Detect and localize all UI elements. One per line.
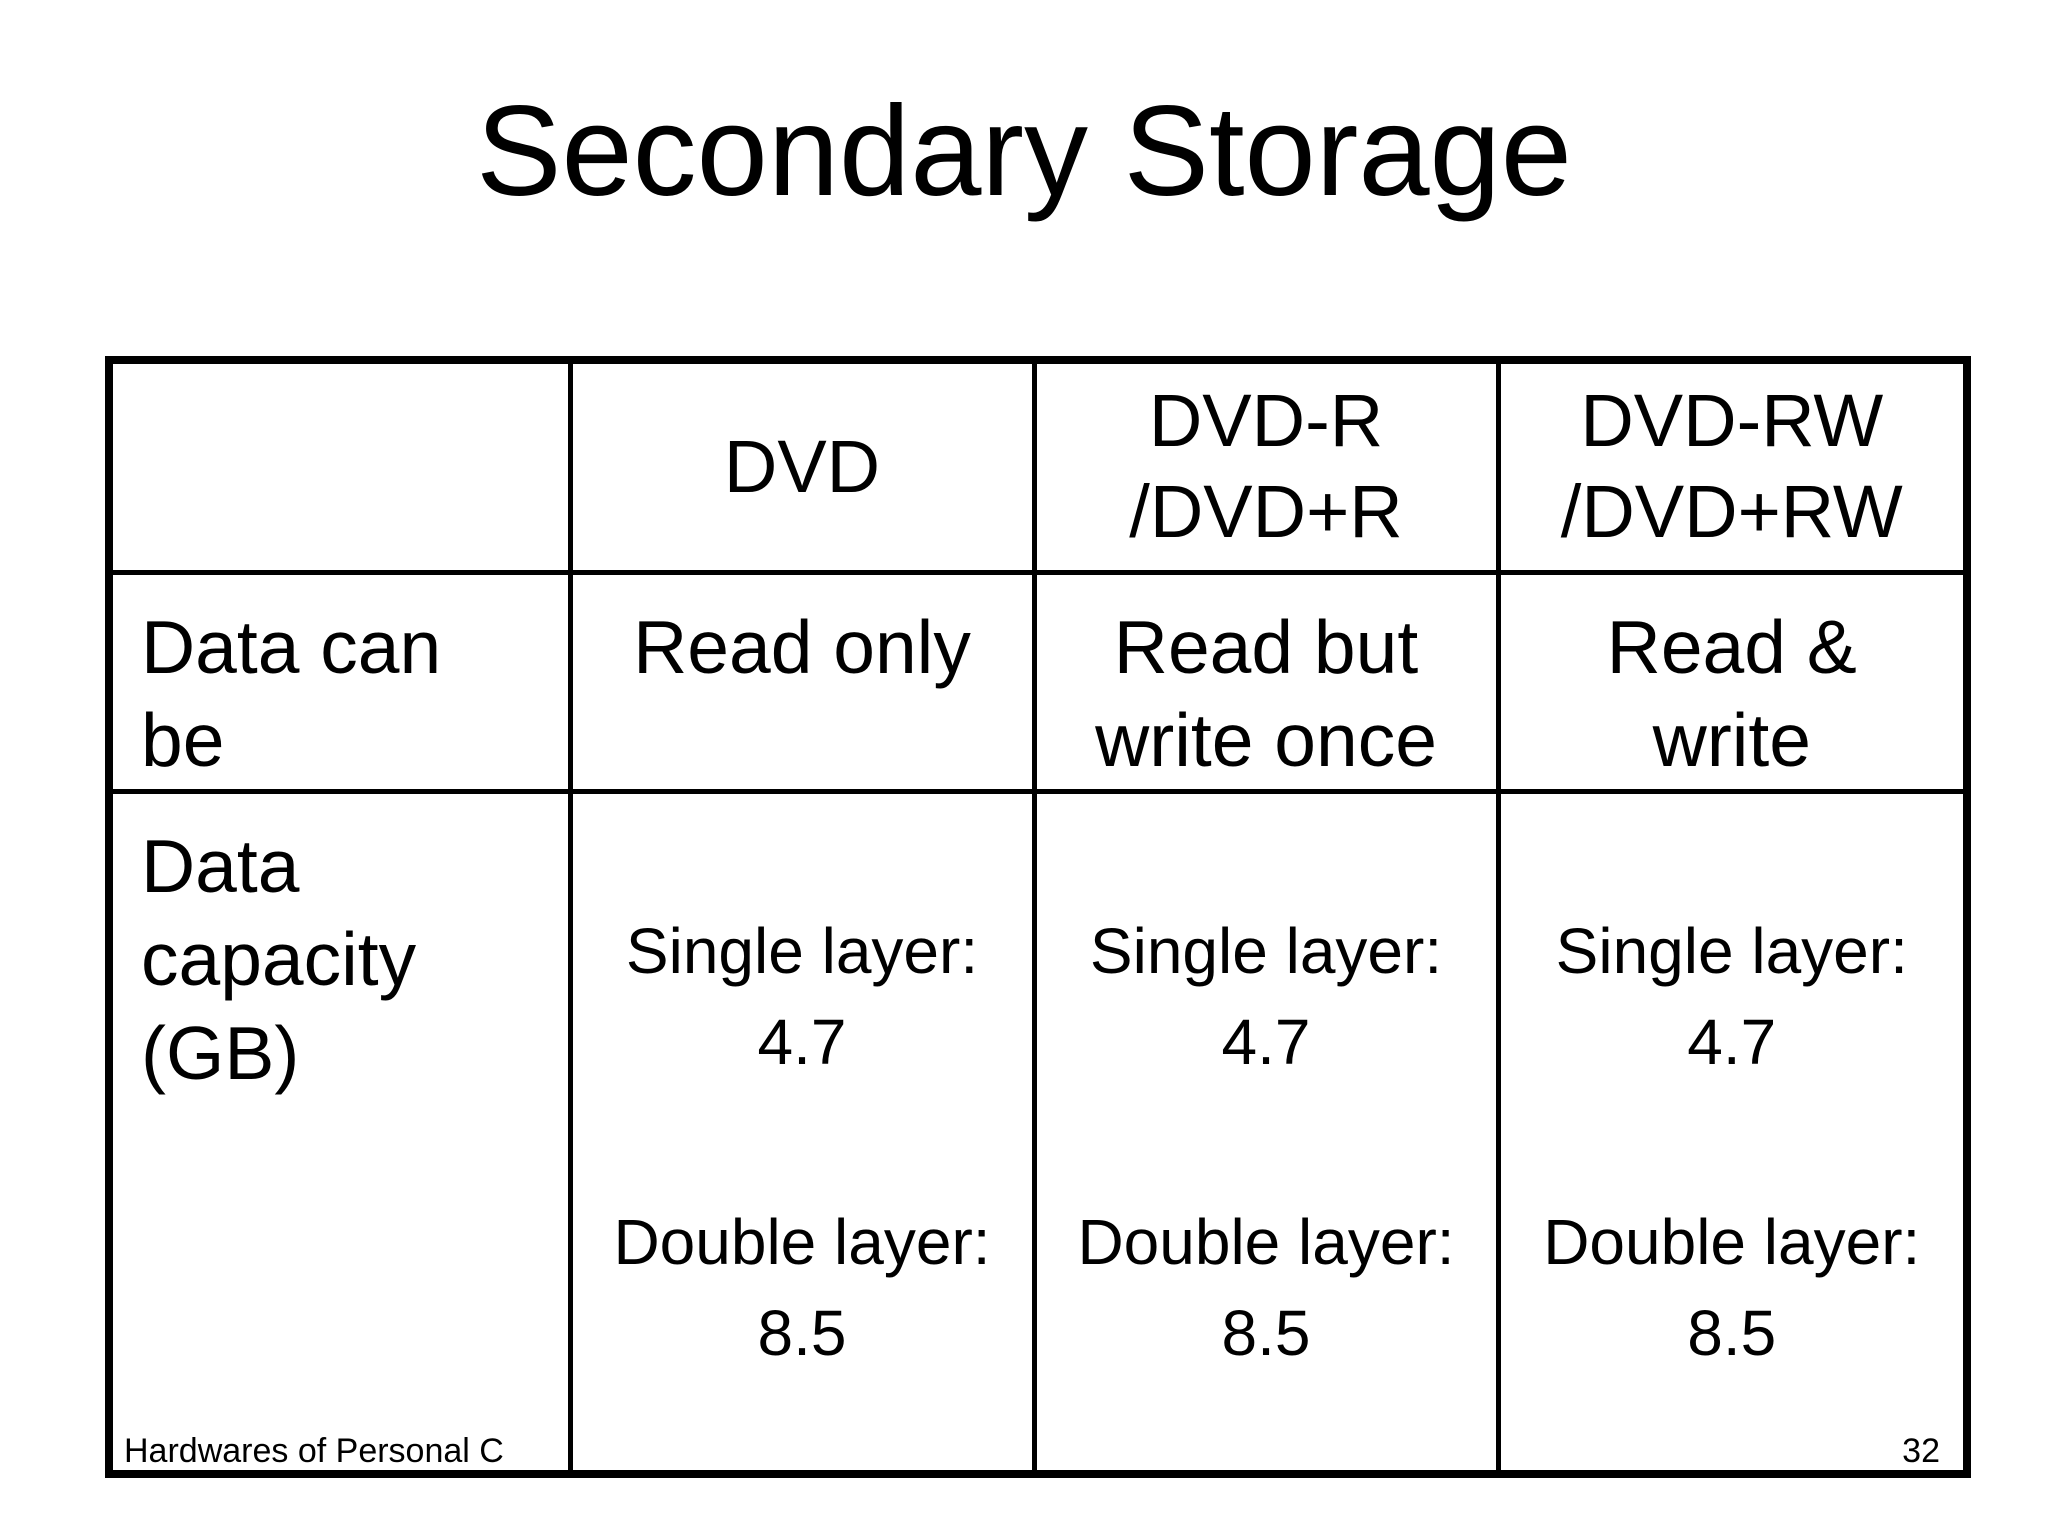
header-cell-dvd: DVD — [567, 356, 1037, 575]
row-label-data-can-be: Data can be — [105, 569, 573, 794]
dvd-single-layer-capacity: Single layer: 4.7 — [625, 915, 979, 1079]
dvd-double-layer-capacity: Double layer: 8.5 — [613, 1206, 991, 1369]
cell-dvd-rw-capacity: Single layer: 4.7 Double layer: 8.5 — [1495, 788, 1971, 1478]
header-cell-dvd-r: DVD-R /DVD+R — [1031, 356, 1501, 575]
page-number: 32 — [1902, 1432, 1940, 1470]
table-row-data-can-be: Data can be Read only Read but write onc… — [105, 569, 1971, 794]
table-row-data-capacity: Data capacity (GB) Single layer: 4.7 Dou… — [105, 788, 1971, 1478]
cell-dvd-capacity: Single layer: 4.7 Double layer: 8.5 — [567, 788, 1037, 1478]
header-cell-dvd-rw: DVD-RW /DVD+RW — [1495, 356, 1971, 575]
cell-dvd-rw-read-mode: Read & write — [1495, 569, 1971, 794]
slide-title: Secondary Storage — [476, 80, 1572, 223]
row-label-data-capacity: Data capacity (GB) — [105, 788, 573, 1478]
dvd-rw-double-layer-capacity: Double layer: 8.5 — [1543, 1206, 1921, 1369]
dvd-rw-single-layer-capacity: Single layer: 4.7 — [1555, 915, 1908, 1079]
dvd-r-double-layer-capacity: Double layer: 8.5 — [1077, 1206, 1455, 1369]
cell-dvd-read-mode: Read only — [567, 569, 1037, 794]
footer-title: Hardwares of Personal C — [124, 1432, 504, 1470]
header-cell-empty — [105, 356, 573, 575]
cell-dvd-r-read-mode: Read but write once — [1031, 569, 1501, 794]
table-header-row: DVD DVD-R /DVD+R DVD-RW /DVD+RW — [105, 356, 1971, 575]
dvd-r-single-layer-capacity: Single layer: 4.7 — [1089, 915, 1443, 1079]
storage-comparison-table: DVD DVD-R /DVD+R DVD-RW /DVD+RW Data can… — [105, 356, 1971, 1478]
cell-dvd-r-capacity: Single layer: 4.7 Double layer: 8.5 — [1031, 788, 1501, 1478]
